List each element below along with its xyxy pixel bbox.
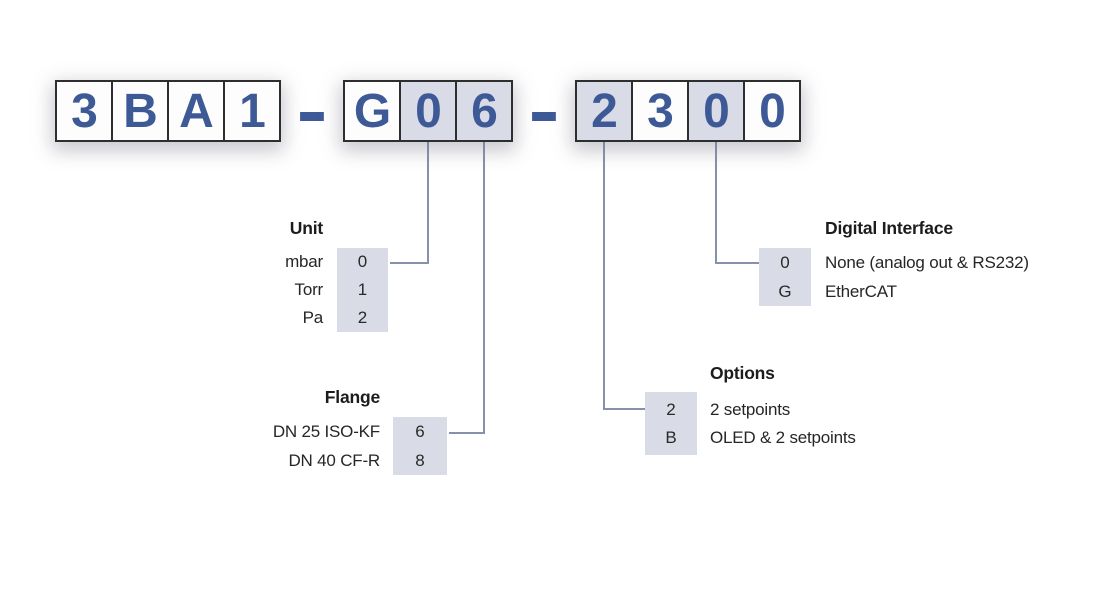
unit-label-torr: Torr (294, 280, 324, 299)
code-cell-g3-1: 2 (575, 80, 633, 142)
unit-code-box: 0 1 2 (337, 248, 388, 332)
code-group-2: G 0 6 (343, 80, 513, 142)
options-code-2: 2 (666, 400, 676, 419)
flange-label-dn40: DN 40 CF-R (288, 451, 380, 470)
code-cell-g1-1: 3 (55, 80, 113, 142)
digital-interface-code-box: 0 G (759, 248, 811, 306)
code-cell-g1-3: A (167, 80, 225, 142)
code-cell-g2-3: 6 (455, 80, 513, 142)
code-group-3: 2 3 0 0 (575, 80, 801, 142)
digital-interface-labels: None (analog out & RS232) EtherCAT (825, 248, 1029, 306)
unit-code-pa: 2 (357, 308, 368, 327)
flange-labels: DN 25 ISO-KF DN 40 CF-R (220, 417, 393, 475)
unit-label-pa: Pa (302, 308, 324, 327)
unit-section: mbar Torr Pa 0 1 2 (163, 248, 388, 332)
unit-code-mbar: 0 (357, 252, 368, 271)
flange-label-dn25: DN 25 ISO-KF (272, 422, 380, 441)
code-group-1: 3 B A 1 (55, 80, 281, 142)
options-code-box: 2 B (645, 392, 697, 455)
connector-options-line (603, 141, 645, 410)
flange-section: DN 25 ISO-KF DN 40 CF-R 6 8 (220, 417, 447, 475)
code-separator-dash-2: – (530, 60, 558, 162)
code-cell-g1-2: B (111, 80, 169, 142)
digital-interface-label-ethercat: EtherCAT (825, 282, 897, 301)
connector-digital-interface-line (715, 141, 759, 264)
unit-code-torr: 1 (357, 280, 368, 299)
flange-section-title: Flange (324, 387, 380, 407)
options-section: 2 B 2 setpoints OLED & 2 setpoints (645, 392, 856, 455)
options-labels: 2 setpoints OLED & 2 setpoints (710, 396, 856, 452)
code-cell-g3-2: 3 (631, 80, 689, 142)
digital-interface-label-none: None (analog out & RS232) (825, 253, 1029, 272)
unit-section-title: Unit (289, 218, 323, 238)
connector-unit-line (390, 141, 429, 264)
flange-code-dn25: 6 (415, 422, 425, 441)
digital-interface-section: 0 G None (analog out & RS232) EtherCAT (759, 248, 1029, 306)
code-cell-g1-4: 1 (223, 80, 281, 142)
options-label-2setpoints: 2 setpoints (710, 400, 791, 419)
code-cell-g2-1: G (343, 80, 401, 142)
code-cell-g2-2: 0 (399, 80, 457, 142)
digital-interface-code-0: 0 (780, 253, 790, 272)
code-separator-dash-1: – (298, 60, 326, 162)
code-cell-g3-3: 0 (687, 80, 745, 142)
connector-flange-line (449, 141, 485, 434)
options-code-b: B (665, 428, 677, 447)
options-section-title: Options (710, 363, 775, 383)
digital-interface-code-g: G (778, 282, 792, 301)
unit-label-mbar: mbar (285, 252, 323, 271)
flange-code-box: 6 8 (393, 417, 447, 475)
unit-labels: mbar Torr Pa (163, 248, 337, 332)
flange-code-dn40: 8 (415, 451, 425, 470)
digital-interface-section-title: Digital Interface (825, 218, 953, 238)
options-label-oled: OLED & 2 setpoints (710, 428, 856, 447)
code-cell-g3-4: 0 (743, 80, 801, 142)
